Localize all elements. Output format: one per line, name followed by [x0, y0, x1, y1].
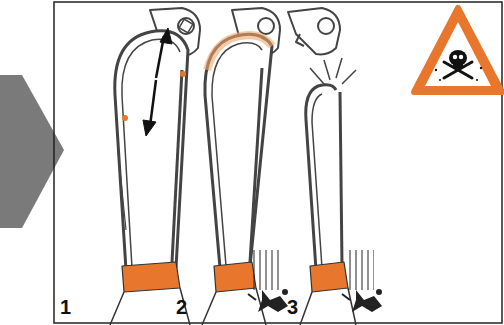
callout-number: 2 [176, 297, 187, 317]
warning-sign [414, 8, 502, 92]
carabiner-cross-loaded [110, 8, 200, 325]
callout-number: 3 [287, 297, 298, 317]
falling-climber [248, 250, 288, 312]
frame [54, 2, 502, 323]
carabiner-loading [202, 8, 280, 325]
callout-number: 1 [60, 297, 71, 317]
carabiner-broken [288, 8, 356, 325]
falling-climber [342, 250, 382, 312]
